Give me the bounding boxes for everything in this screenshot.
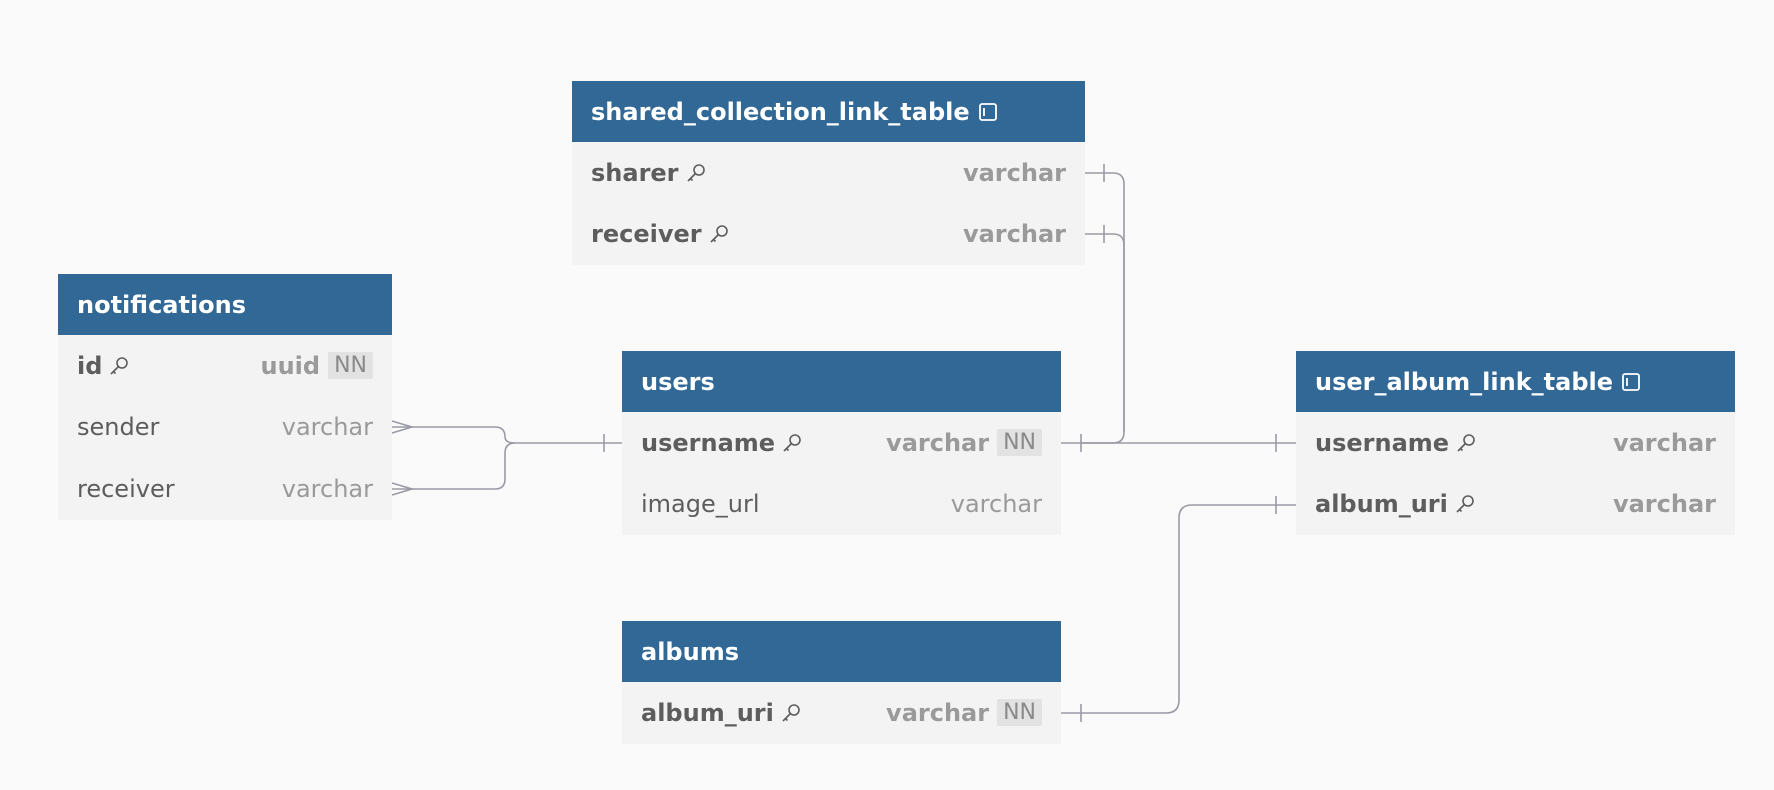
- key-icon: [1457, 433, 1475, 452]
- field-type: varchar: [1612, 428, 1716, 457]
- field-type: varchar: [281, 413, 373, 442]
- field-row-sharer[interactable]: sharer varchar: [572, 142, 1085, 204]
- relation-shared-receiver-users: [1085, 233, 1125, 432]
- table-albums[interactable]: albums album_uri varchar NN: [622, 621, 1061, 744]
- table-title: shared_collection_link_table: [591, 97, 970, 126]
- note-icon: [1622, 372, 1640, 391]
- field-type: varchar: [962, 158, 1066, 187]
- relation-albums-user-album: [1061, 504, 1296, 714]
- field-row-username[interactable]: username varchar: [1296, 412, 1735, 474]
- field-type: varchar: [962, 220, 1066, 249]
- field-name: receiver: [77, 474, 175, 503]
- table-title: users: [641, 367, 715, 396]
- field-name: album_uri: [641, 698, 774, 727]
- field-type: varchar: [950, 490, 1042, 519]
- field-row-sender[interactable]: sender varchar: [58, 397, 392, 459]
- crowfoot-receiver: [391, 482, 415, 496]
- field-name: username: [641, 428, 776, 457]
- table-header[interactable]: shared_collection_link_table: [572, 81, 1085, 142]
- key-icon: [686, 163, 705, 182]
- table-header[interactable]: notifications: [58, 274, 392, 335]
- table-user-album-link-table[interactable]: user_album_link_table username varchar a…: [1296, 351, 1735, 535]
- relation-notifications-sender-users: [392, 426, 622, 444]
- field-name: receiver: [591, 220, 702, 249]
- table-title: notifications: [77, 290, 247, 319]
- field-name: id: [77, 351, 103, 380]
- table-header[interactable]: user_album_link_table: [1296, 351, 1735, 412]
- table-users[interactable]: users username varchar NN image_url varc…: [622, 351, 1061, 535]
- field-row-image-url[interactable]: image_url varchar: [622, 474, 1061, 536]
- field-name: sender: [77, 413, 160, 442]
- key-icon: [1456, 495, 1474, 513]
- not-null-badge: NN: [997, 429, 1042, 457]
- field-type: varchar: [886, 428, 990, 457]
- field-name: sharer: [591, 158, 679, 187]
- field-row-receiver[interactable]: receiver varchar: [572, 204, 1085, 266]
- relation-sharer-users: [1081, 172, 1125, 444]
- table-notifications[interactable]: notifications id uuid NN sender varchar …: [58, 274, 392, 520]
- field-row-receiver[interactable]: receiver varchar: [58, 458, 392, 520]
- relation-notifications-receiver-users: [392, 442, 516, 490]
- not-null-badge: NN: [997, 699, 1042, 727]
- not-null-badge: NN: [328, 352, 373, 380]
- table-title: albums: [641, 637, 739, 666]
- field-row-id[interactable]: id uuid NN: [58, 335, 392, 397]
- table-shared-collection-link-table[interactable]: shared_collection_link_table sharer varc…: [572, 81, 1085, 265]
- field-name: image_url: [641, 490, 760, 519]
- field-type: uuid: [260, 351, 321, 380]
- table-header[interactable]: users: [622, 351, 1061, 412]
- field-name: username: [1315, 428, 1450, 457]
- field-type: varchar: [281, 474, 373, 503]
- key-icon: [782, 703, 800, 722]
- note-icon: [978, 102, 997, 121]
- field-type: varchar: [1612, 490, 1716, 519]
- field-row-album-uri[interactable]: album_uri varchar NN: [622, 682, 1061, 744]
- key-icon: [110, 356, 129, 375]
- field-row-username[interactable]: username varchar NN: [622, 412, 1061, 474]
- field-name: album_uri: [1315, 490, 1448, 519]
- table-title: user_album_link_table: [1315, 367, 1614, 396]
- field-type: varchar: [886, 698, 990, 727]
- key-icon: [783, 433, 801, 452]
- field-row-album-uri[interactable]: album_uri varchar: [1296, 474, 1735, 536]
- key-icon: [710, 225, 728, 243]
- crowfoot-sender: [391, 420, 415, 434]
- table-header[interactable]: albums: [622, 621, 1061, 682]
